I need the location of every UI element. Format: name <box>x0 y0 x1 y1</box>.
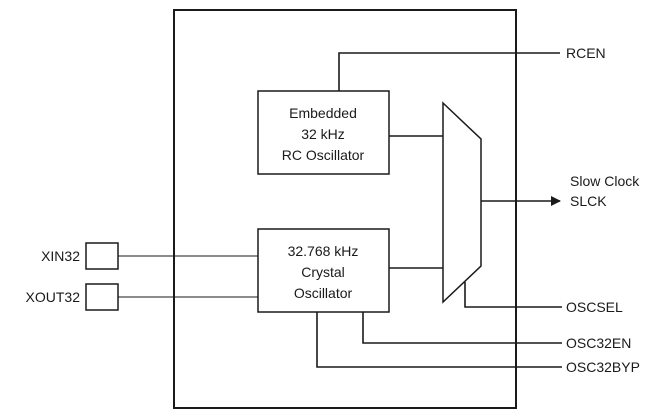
osc32en-wire <box>362 312 562 344</box>
xin32-pin <box>85 242 119 270</box>
xout32-label: XOUT32 <box>26 289 81 305</box>
rc-oscillator-line2: 32 kHz <box>301 126 345 142</box>
crystal-oscillator-line2: Crystal <box>301 264 345 280</box>
crystal-oscillator-box <box>257 228 390 313</box>
clock-mux <box>442 101 482 304</box>
oscsel-wire <box>464 282 562 308</box>
slow-clock-label: Slow Clock <box>570 173 640 189</box>
oscsel-label: OSCSEL <box>566 299 623 315</box>
xout32-pin <box>85 283 119 311</box>
crystal-oscillator-line1: 32.768 kHz <box>288 243 359 259</box>
rc-oscillator-box <box>257 90 390 175</box>
rcen-wire <box>338 52 560 91</box>
rcen-label: RCEN <box>566 45 606 61</box>
rc-oscillator-line1: Embedded <box>289 105 357 121</box>
rc-oscillator-line3: RC Oscillator <box>282 147 365 163</box>
osc32byp-wire <box>316 312 562 368</box>
osc32en-label: OSC32EN <box>566 335 631 351</box>
crystal-oscillator-line3: Oscillator <box>294 285 353 301</box>
xin32-label: XIN32 <box>41 248 80 264</box>
slck-label: SLCK <box>570 193 607 209</box>
osc32byp-label: OSC32BYP <box>566 359 640 375</box>
